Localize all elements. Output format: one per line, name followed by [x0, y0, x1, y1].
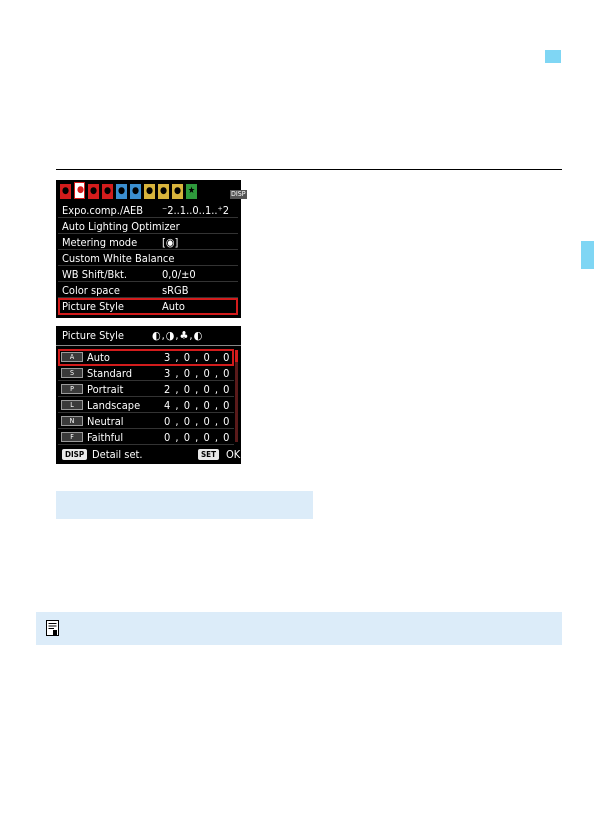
- shooting-menu-screen: ● ● ● ● ● ● ● ● ● ★ DISP Expo.comp./AEB …: [56, 180, 247, 318]
- menu-item-picture-style[interactable]: Picture Style Auto: [58, 298, 238, 315]
- header-divider: [56, 345, 241, 346]
- style-row-landscape[interactable]: L Landscape 4 , 0 , 0 , 0: [58, 398, 234, 413]
- menu-tab[interactable]: ●: [172, 184, 183, 199]
- style-row-faithful[interactable]: F Faithful 0 , 0 , 0 , 0: [58, 430, 234, 445]
- picture-style-title: Picture Style: [62, 329, 124, 342]
- style-faithful-icon: F: [61, 432, 83, 442]
- menu-tab[interactable]: ●: [144, 184, 155, 199]
- style-landscape-icon: L: [61, 400, 83, 410]
- disp-button[interactable]: DISP: [62, 449, 88, 460]
- set-button[interactable]: SET: [198, 449, 220, 460]
- metering-icon: [◉]: [162, 236, 179, 249]
- memo-box: [36, 612, 562, 645]
- exposure-scale: ⁻2..1..0..1..⁺2: [162, 204, 230, 217]
- style-standard-icon: S: [61, 368, 83, 378]
- menu-item-auto-lighting-optimizer[interactable]: Auto Lighting Optimizer: [58, 219, 238, 234]
- picture-style-screen: Picture Style ◐,◑,♣,◐ A Auto 3 , 0 , 0 ,…: [56, 326, 241, 464]
- menu-item-custom-white-balance[interactable]: Custom White Balance: [58, 251, 238, 266]
- screen-footer: DISP Detail set. SET OK: [56, 446, 241, 464]
- style-row-standard[interactable]: S Standard 3 , 0 , 0 , 0: [58, 366, 234, 381]
- menu-tab[interactable]: ●: [158, 184, 169, 199]
- style-portrait-icon: P: [61, 384, 83, 394]
- style-neutral-icon: N: [61, 416, 83, 426]
- chapter-side-tab: [581, 241, 594, 269]
- style-row-portrait[interactable]: P Portrait 2 , 0 , 0 , 0: [58, 382, 234, 397]
- page-marker: [545, 50, 561, 63]
- menu-tab[interactable]: ●: [116, 184, 127, 199]
- scrollbar-track[interactable]: [235, 350, 238, 442]
- style-row-neutral[interactable]: N Neutral 0 , 0 , 0 , 0: [58, 414, 234, 429]
- heading-box: [56, 491, 313, 519]
- parameter-icons: ◐,◑,♣,◐: [152, 329, 204, 342]
- menu-item-metering-mode[interactable]: Metering mode [◉]: [58, 235, 238, 250]
- menu-tab[interactable]: ●: [60, 184, 71, 199]
- menu-tab[interactable]: ●: [88, 184, 99, 199]
- memo-icon: [46, 620, 59, 636]
- ok-label: OK: [226, 448, 241, 461]
- style-auto-icon: A: [61, 352, 83, 362]
- camera-icon: ●: [76, 185, 85, 195]
- style-row-auto[interactable]: A Auto 3 , 0 , 0 , 0: [58, 349, 234, 366]
- scrollbar-thumb[interactable]: [235, 350, 238, 362]
- menu-item-expo-comp[interactable]: Expo.comp./AEB ⁻2..1..0..1..⁺2: [58, 203, 238, 218]
- star-icon: ★: [187, 186, 196, 196]
- menu-tab[interactable]: ●: [130, 184, 141, 199]
- menu-item-wb-shift[interactable]: WB Shift/Bkt. 0,0/±0: [58, 267, 238, 282]
- menu-tabs: ● ● ● ● ● ● ● ● ● ★ DISP: [60, 182, 247, 199]
- menu-item-color-space[interactable]: Color space sRGB: [58, 283, 238, 298]
- menu-tab[interactable]: ●: [102, 184, 113, 199]
- section-rule: [56, 169, 562, 170]
- menu-tab-active[interactable]: ●: [74, 182, 85, 199]
- menu-tab-mymenu[interactable]: ★: [186, 184, 197, 199]
- disp-badge: DISP: [230, 190, 247, 199]
- picture-style-header: Picture Style ◐,◑,♣,◐: [56, 326, 241, 346]
- detail-set-label: Detail set.: [92, 448, 143, 461]
